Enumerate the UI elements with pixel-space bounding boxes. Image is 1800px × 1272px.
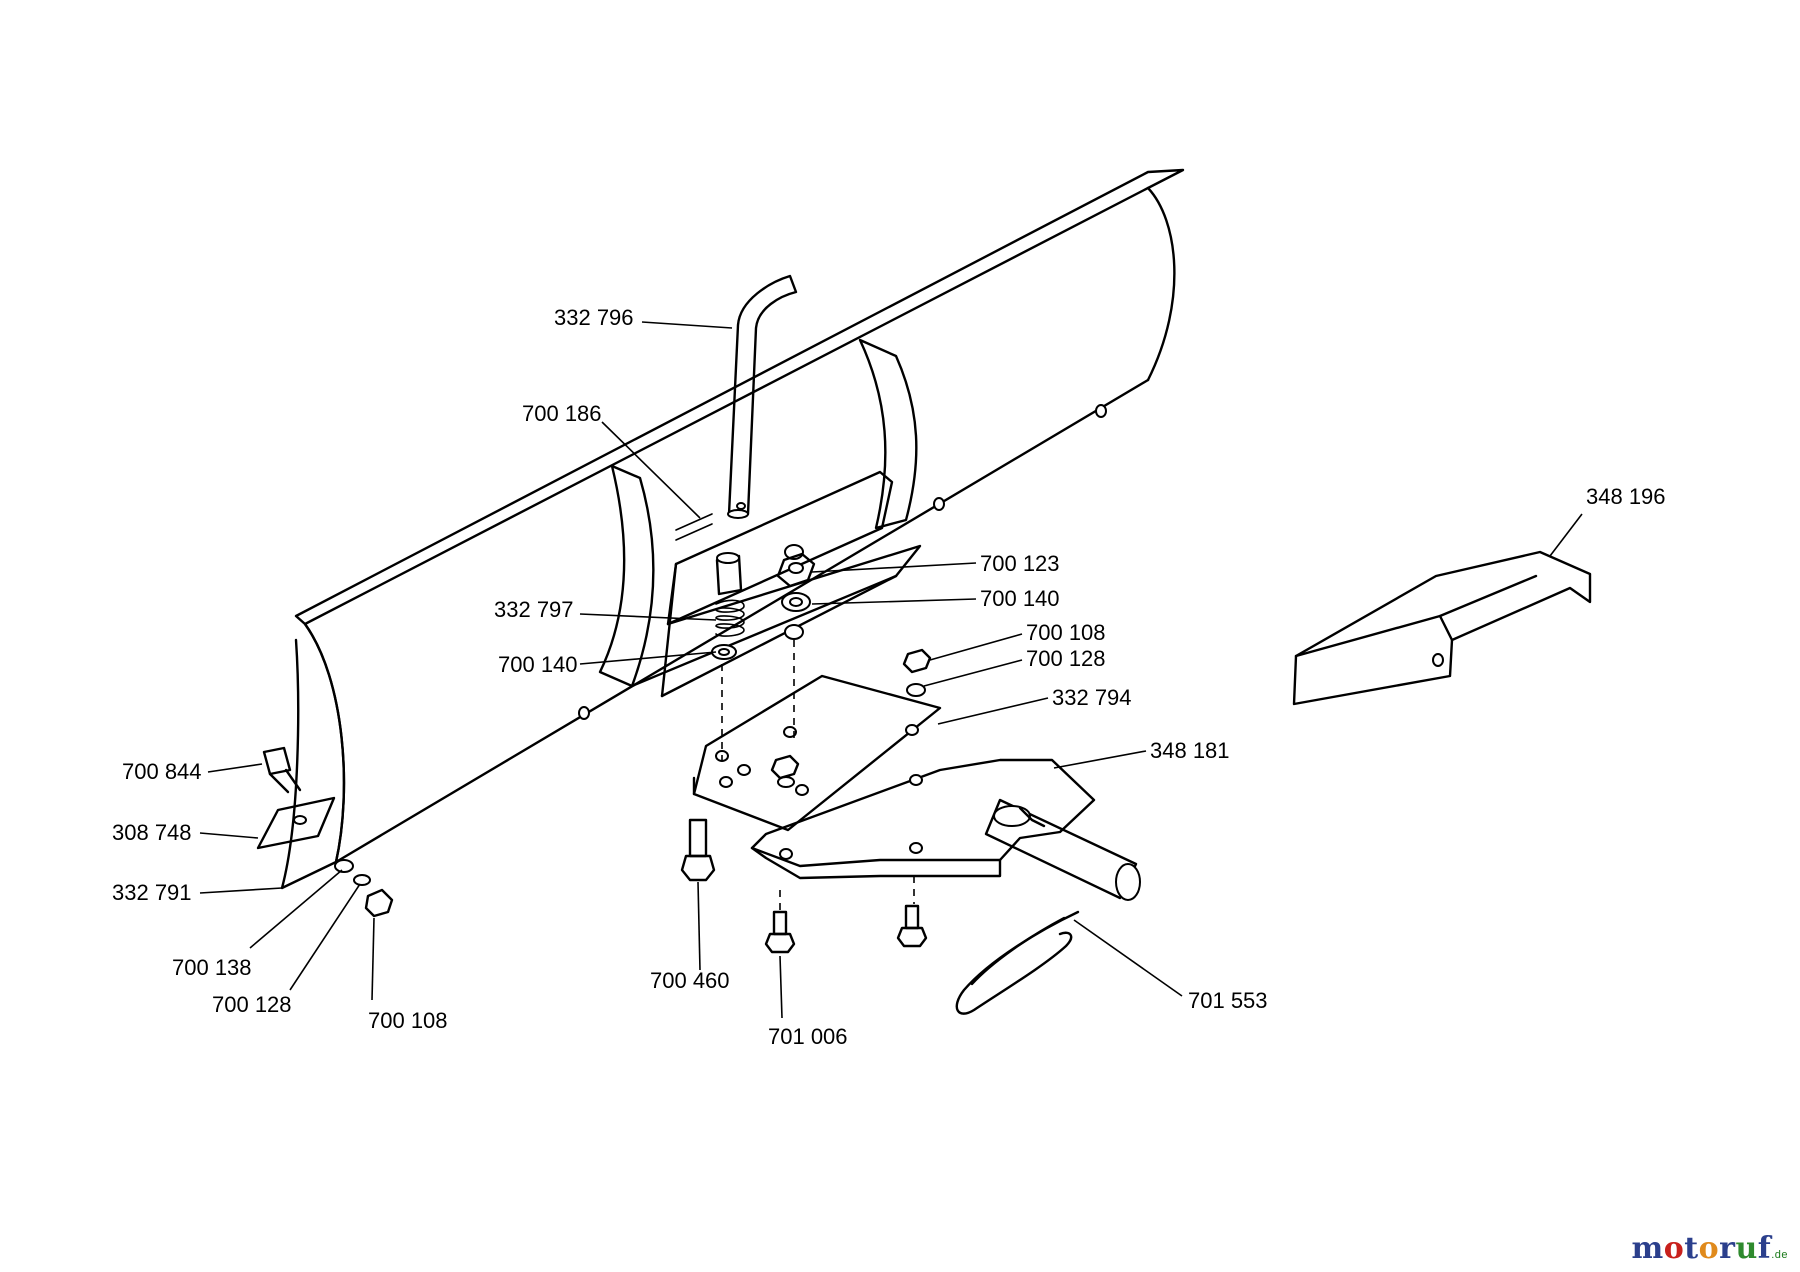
side-guard (1292, 550, 1592, 706)
wm-letter-m: m (1631, 1231, 1664, 1266)
bolt-701006-right (896, 904, 928, 948)
assembly-center-lines (721, 640, 915, 910)
bolt-701006-left (764, 910, 796, 954)
label-700128-top: 700 128 (1026, 646, 1106, 671)
label-348181: 348 181 (1150, 738, 1230, 763)
label-332797: 332 797 (494, 597, 574, 622)
center-bracket (598, 338, 922, 698)
bolt-700844 (262, 746, 302, 794)
label-701006: 701 006 (768, 1024, 848, 1049)
wm-letter-o1: o (1663, 1231, 1685, 1266)
wm-letter-r: r (1719, 1231, 1736, 1266)
label-700138: 700 138 (172, 955, 252, 980)
wm-letter-f: f (1757, 1231, 1772, 1266)
label-701553: 701 553 (1188, 988, 1268, 1013)
bolt-700460 (680, 818, 716, 882)
label-332796: 332 796 (554, 305, 634, 330)
hitch-pin (984, 798, 1141, 901)
label-308748: 308 748 (112, 820, 192, 845)
nut-washer-right (776, 552, 816, 612)
label-700140-left: 700 140 (498, 652, 578, 677)
label-700108-top: 700 108 (1026, 620, 1106, 645)
wm-domain: .de (1771, 1249, 1788, 1261)
label-700140-right: 700 140 (980, 586, 1060, 611)
label-332791: 332 791 (112, 880, 192, 905)
label-700108-bottom: 700 108 (368, 1008, 448, 1033)
label-700123: 700 123 (980, 551, 1060, 576)
handle-rod (727, 274, 798, 519)
wm-letter-t: t (1684, 1231, 1699, 1266)
callout-labels: 332 796 700 186 348 196 700 123 332 797 … (112, 305, 1666, 1049)
skid-shoe (256, 796, 336, 850)
label-700128-bottom: 700 128 (212, 992, 292, 1017)
spring-clip (955, 910, 1080, 1015)
wm-letter-u: u (1735, 1231, 1758, 1266)
label-332794: 332 794 (1052, 685, 1132, 710)
leader-lines (199, 321, 1583, 1019)
nut-washer-small (902, 648, 932, 697)
label-700186: 700 186 (522, 401, 602, 426)
mounting-plate (692, 674, 942, 832)
wm-letter-o2: o (1698, 1231, 1720, 1266)
spring-assembly (711, 552, 745, 660)
hardware-left-stack (334, 859, 394, 918)
label-700844: 700 844 (122, 759, 202, 784)
motoruf-watermark: motoruf.de (1632, 1231, 1788, 1266)
hitch-bracket (750, 758, 1096, 880)
plow-blade (280, 168, 1185, 890)
label-348196: 348 196 (1586, 484, 1666, 509)
label-700460: 700 460 (650, 968, 730, 993)
